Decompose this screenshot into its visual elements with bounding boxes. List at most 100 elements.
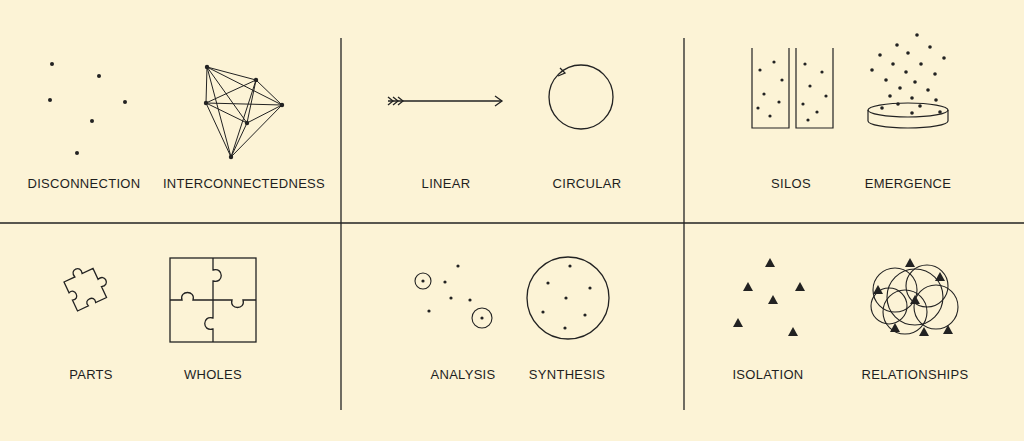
network-lines (207, 67, 282, 105)
network-lines (206, 67, 207, 103)
synthesis-dots (541, 310, 544, 313)
network-dots (280, 103, 284, 107)
emergence-dots (910, 111, 914, 115)
silo-dots (780, 78, 783, 81)
synthesis-dots (563, 326, 566, 329)
label-holder: RELATIONSHIPS (862, 367, 969, 382)
linear-arrow (388, 96, 502, 106)
analysis-dots (456, 264, 459, 267)
isolated-triangles (733, 318, 743, 327)
label-holder: LINEAR (422, 176, 471, 191)
concept-label: ISOLATION (732, 367, 803, 382)
emergence-dots (895, 43, 899, 47)
emergence-dots (884, 78, 888, 82)
silo-dots (758, 68, 761, 71)
emergence-dots (918, 104, 922, 108)
network-lines (206, 103, 247, 123)
emergence-dots (934, 98, 938, 102)
emergence-dots (878, 53, 882, 57)
synthesis-dots (583, 313, 586, 316)
linear-arrow (398, 97, 403, 105)
linear-arrow (393, 97, 398, 105)
concept-label: SYNTHESIS (529, 367, 605, 382)
relationship-triangles (905, 258, 915, 267)
isolated-triangles (768, 295, 778, 304)
label-holder: PARTS (69, 367, 113, 382)
label-holder: DISCONNECTION (28, 176, 141, 191)
label-holder: INTERCONNECTEDNESS (163, 176, 325, 191)
scattered-dots (97, 74, 101, 78)
isolated-triangles (765, 258, 775, 267)
silo-dots (815, 110, 818, 113)
synthesis-dots (546, 281, 549, 284)
puzzle-piece (61, 260, 112, 311)
relationship-triangles (873, 258, 953, 336)
network-dots (254, 78, 258, 82)
analysis-rings (472, 308, 492, 328)
silo-dots (806, 118, 809, 121)
silo-dots (801, 102, 804, 105)
network-lines (207, 67, 247, 123)
network-lines (206, 103, 231, 157)
concept-label: EMERGENCE (865, 176, 952, 191)
concept-label: RELATIONSHIPS (862, 367, 969, 382)
analysis-dots (421, 279, 424, 282)
silo-dots (803, 62, 806, 65)
relationship-triangles (873, 285, 883, 294)
label-holder: ISOLATION (732, 367, 803, 382)
relationship-triangles (943, 325, 953, 334)
emergence-dots (880, 106, 884, 110)
analysis-dots (427, 309, 430, 312)
analysis-dots (468, 298, 471, 301)
emergence-dots (888, 94, 892, 98)
network-lines (206, 80, 256, 103)
silo-dots (777, 100, 780, 103)
synthesis-circle (527, 257, 609, 339)
emergence-dots (928, 45, 932, 49)
label-holder: EMERGENCE (865, 176, 952, 191)
relationship-circles (883, 290, 927, 334)
synthesis-dots (568, 264, 571, 267)
isolated-triangles (788, 327, 798, 336)
scattered-dots (123, 100, 127, 104)
network-lines (247, 105, 282, 123)
network-dots (204, 101, 208, 105)
relationship-triangles (910, 295, 920, 304)
network-dots (204, 65, 284, 159)
network-dots (229, 155, 233, 159)
silo-columns (796, 48, 833, 128)
linear-arrow (495, 96, 502, 106)
relationship-circles (871, 265, 958, 334)
analysis-dots (443, 280, 446, 283)
concept-label: SILOS (771, 176, 811, 191)
analysis-dots (421, 264, 483, 319)
network-lines (231, 105, 282, 157)
label-holder: SYNTHESIS (529, 367, 605, 382)
emergence-dots (942, 56, 946, 60)
analysis-rings (415, 273, 492, 328)
circular-arrow (558, 68, 565, 76)
silo-dots (768, 114, 771, 117)
petri-dish (868, 103, 948, 117)
network-lines (231, 123, 247, 157)
label-holder: CIRCULAR (553, 176, 622, 191)
petri-dish (868, 103, 948, 128)
synthesis-dots (564, 296, 567, 299)
silo-dots (772, 60, 775, 63)
relationship-circles (873, 268, 917, 312)
silo-dots (808, 84, 811, 87)
silo-columns (752, 48, 789, 128)
isolated-triangles (795, 282, 805, 291)
network-dots (205, 65, 209, 69)
network-lines (206, 67, 282, 157)
analysis-dots (449, 296, 452, 299)
petri-dish (868, 110, 948, 128)
puzzle-square (170, 293, 256, 308)
synthesis-dots (541, 264, 591, 329)
concept-label: CIRCULAR (553, 176, 622, 191)
network-lines (256, 80, 282, 105)
grid-line (0, 38, 1024, 410)
label-holder: WHOLES (184, 367, 242, 382)
concept-label: WHOLES (184, 367, 242, 382)
